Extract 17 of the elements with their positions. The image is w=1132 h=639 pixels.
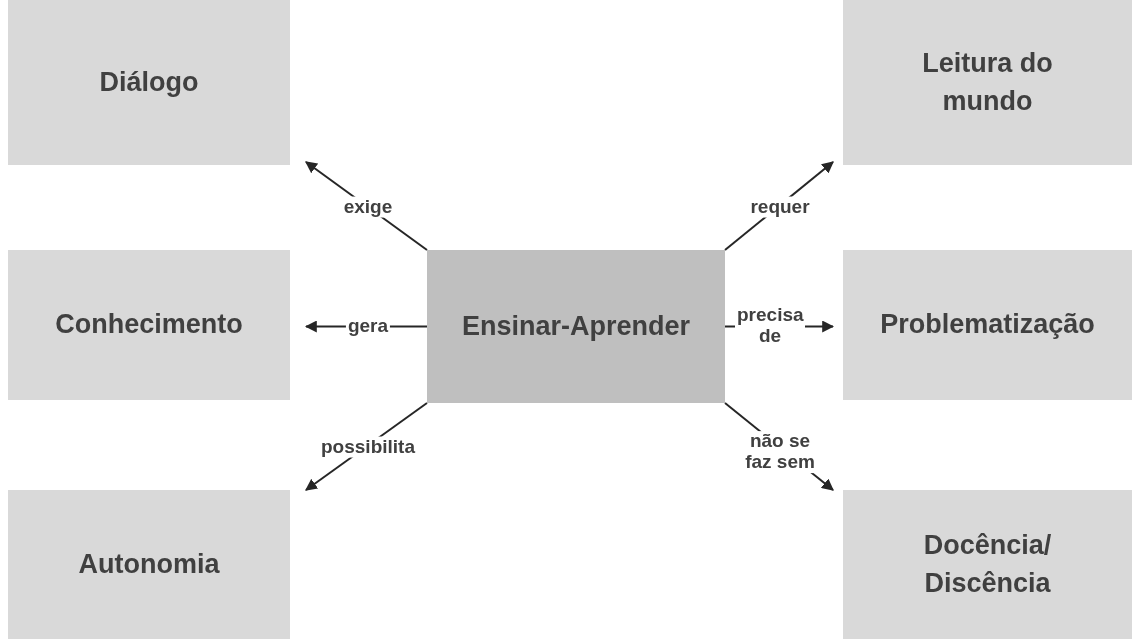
concept-label: Leitura do mundo <box>921 46 1054 118</box>
concept-box <box>843 250 1132 400</box>
concept-label: Ensinar-Aprender <box>461 309 691 343</box>
concept-box <box>8 490 290 639</box>
concept-box <box>8 250 290 400</box>
concept-label: Diálogo <box>99 65 199 99</box>
concept-label: Conhecimento <box>55 308 243 342</box>
central-concept-box <box>427 250 725 403</box>
concept-label: Docência/ Discência <box>922 528 1053 600</box>
concept-box <box>843 490 1132 639</box>
concept-label: Autonomia <box>78 547 220 581</box>
edge-label: possibilita <box>319 436 417 458</box>
concept-box <box>8 0 290 165</box>
edge-label: requer <box>748 196 812 218</box>
concept-box <box>843 0 1132 165</box>
concept-label: Problematização <box>880 308 1095 342</box>
edge-label: exige <box>341 196 395 218</box>
